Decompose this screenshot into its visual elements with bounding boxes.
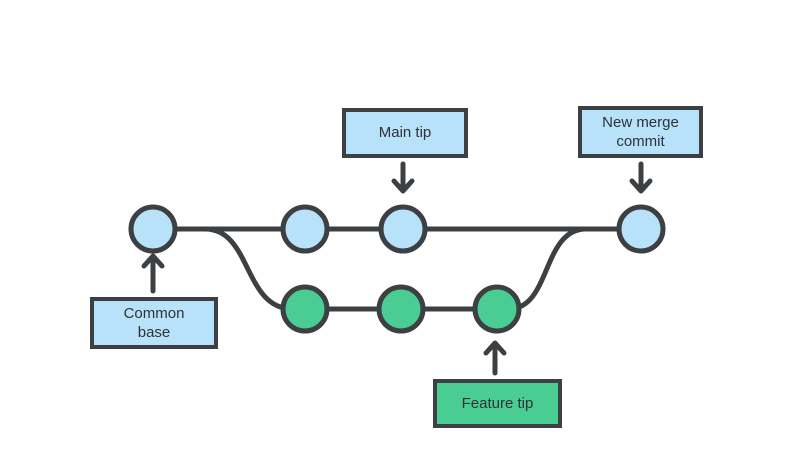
arrow-up-feature-tip-icon [483,340,507,376]
label-new-merge-commit-text: New merge commit [602,113,679,151]
merge-in-curve [508,226,587,312]
arrow-down-main-tip-icon [391,161,415,194]
commit-node-feature-2 [376,284,426,334]
commit-node-main-tip [378,204,428,254]
label-main-tip: Main tip [342,108,468,158]
label-feature-tip-text: Feature tip [461,394,534,412]
commit-node-feature-tip [472,284,522,334]
label-common-base: Common base [90,297,218,349]
label-common-base-text: Common base [123,304,185,342]
label-main-tip-text: Main tip [378,124,432,142]
commit-node-merge-commit [616,204,666,254]
label-new-merge-commit: New merge commit [578,106,703,158]
commit-node-common-base [128,204,178,254]
commit-node-main-2 [280,204,330,254]
commit-node-feature-1 [280,284,330,334]
branch-off-curve [204,226,294,312]
arrow-up-common-base-icon [141,253,165,294]
arrow-down-merge-commit-icon [629,161,653,194]
label-feature-tip: Feature tip [433,379,562,428]
